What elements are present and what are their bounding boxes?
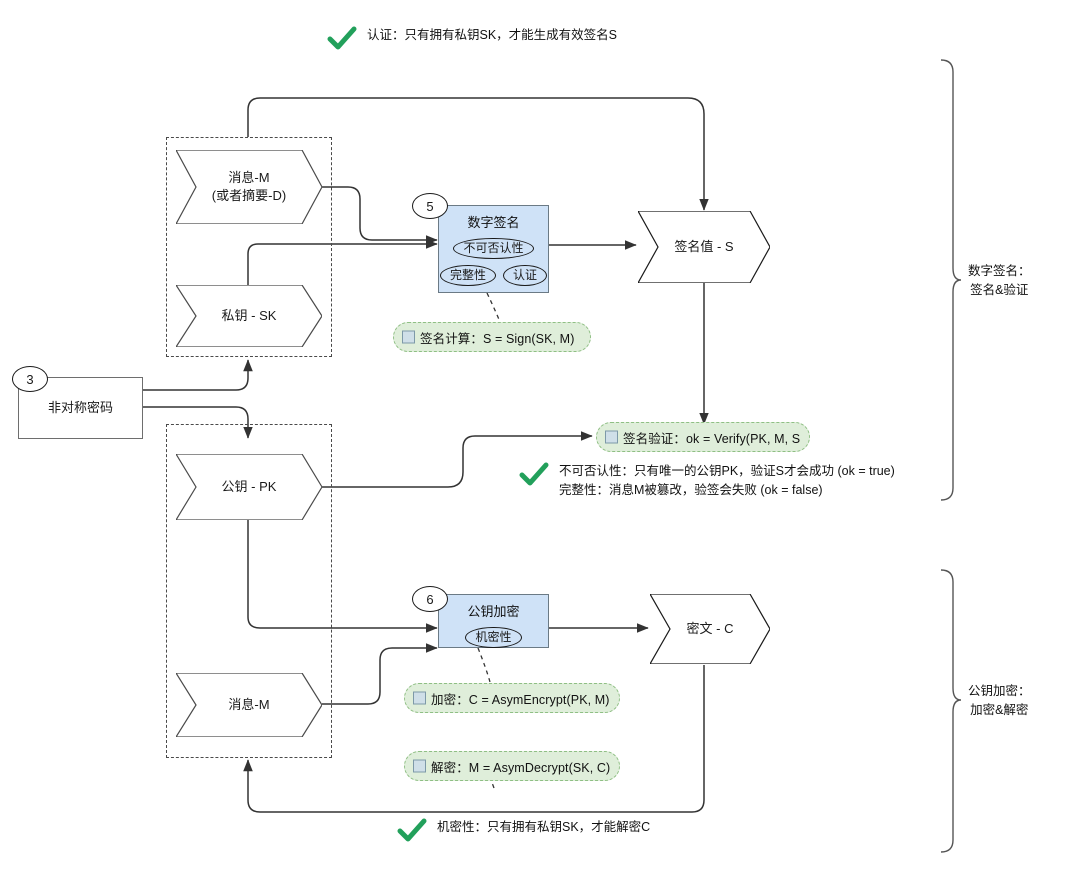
digital-signature-tag-row-1: 不可否认性 [453, 237, 534, 259]
section-label-public-key-encryption: 公钥加密： 加密&解密 [968, 682, 1031, 720]
data-node-message-m-label: 消息-M [228, 697, 270, 713]
note-icon [413, 691, 426, 705]
step-badge-5: 5 [412, 193, 448, 219]
tag-non-repudiation: 不可否认性 [453, 237, 534, 259]
step-badge-3-label: 3 [26, 371, 34, 387]
green-check-icon [327, 26, 357, 50]
green-check-icon [519, 462, 549, 486]
section-label-public-key-encryption-line1: 公钥加密： [968, 684, 1031, 698]
section-label-public-key-encryption-line2: 加密&解密 [970, 702, 1029, 717]
data-node-message-m[interactable]: 消息-M [176, 673, 322, 737]
data-node-public-key-pk[interactable]: 公钥 - PK [176, 454, 322, 520]
root-node-label: 非对称密码 [47, 400, 113, 416]
annotation-authentication: 认证：只有拥有私钥SK，才能生成有效签名S [327, 26, 617, 52]
annotation-confidentiality-text: 机密性：只有拥有私钥SK，才能解密C [437, 820, 651, 834]
data-node-private-key-sk-label: 私钥 - SK [221, 308, 277, 324]
note-signature-verification-text: 签名验证：ok = Verify(PK, M, S [623, 431, 801, 446]
step-badge-3: 3 [12, 366, 48, 392]
process-node-public-key-encryption[interactable]: 公钥加密 机密性 [438, 594, 549, 648]
data-node-message-m-digest-line1: 消息-M [228, 170, 270, 186]
step-badge-5-label: 5 [426, 198, 434, 214]
note-decrypt-text: 解密：M = AsymDecrypt(SK, C) [431, 760, 611, 775]
digital-signature-tag-row-2: 完整性 认证 [439, 264, 548, 286]
annotation-verify-line2: 完整性：消息M被篡改，验签会失败 (ok = false) [559, 483, 823, 498]
note-icon [402, 330, 415, 344]
annotation-verify-line1: 不可否认性：只有唯一的公钥PK，验证S才会成功 (ok = true) [559, 464, 895, 478]
data-node-private-key-sk[interactable]: 私钥 - SK [176, 285, 322, 347]
green-check-icon [397, 818, 427, 842]
signing-inputs-group [166, 137, 332, 357]
process-node-digital-signature[interactable]: 数字签名 不可否认性 完整性 认证 [438, 205, 549, 293]
tag-authentication: 认证 [503, 264, 548, 286]
encryption-inputs-group [166, 424, 332, 758]
annotation-verify-results: 不可否认性：只有唯一的公钥PK，验证S才会成功 (ok = true) 完整性：… [519, 462, 895, 501]
data-node-signature-value-s-label: 签名值 - S [674, 239, 734, 255]
step-badge-6: 6 [412, 586, 448, 612]
note-sign-computation[interactable]: 签名计算：S = Sign(SK, M) [393, 322, 591, 352]
tag-integrity: 完整性 [439, 264, 496, 286]
process-node-digital-signature-title: 数字签名 [467, 215, 520, 230]
data-node-message-m-digest[interactable]: 消息-M (或者摘要-D) [176, 150, 322, 224]
data-node-public-key-pk-label: 公钥 - PK [221, 479, 277, 495]
note-icon [413, 759, 426, 773]
section-label-digital-signature-line2: 签名&验证 [970, 282, 1029, 297]
data-node-ciphertext-c[interactable]: 密文 - C [650, 594, 770, 664]
note-sign-computation-text: 签名计算：S = Sign(SK, M) [420, 331, 575, 346]
section-label-digital-signature-line1: 数字签名： [968, 264, 1031, 278]
public-key-encryption-tag-row-1: 机密性 [465, 626, 522, 648]
annotation-authentication-text: 认证：只有拥有私钥SK，才能生成有效签名S [367, 28, 618, 42]
tag-confidentiality: 机密性 [465, 626, 522, 648]
data-node-message-m-digest-line2: (或者摘要-D) [211, 188, 287, 203]
note-encrypt-text: 加密：C = AsymEncrypt(PK, M) [431, 692, 610, 707]
annotation-verify-results-lines: 不可否认性：只有唯一的公钥PK，验证S才会成功 (ok = true) 完整性：… [559, 462, 895, 501]
note-icon [605, 430, 618, 444]
process-node-public-key-encryption-title: 公钥加密 [467, 604, 520, 619]
annotation-confidentiality: 机密性：只有拥有私钥SK，才能解密C [397, 818, 650, 844]
note-signature-verification[interactable]: 签名验证：ok = Verify(PK, M, S [596, 422, 810, 452]
step-badge-6-label: 6 [426, 591, 434, 607]
note-encrypt[interactable]: 加密：C = AsymEncrypt(PK, M) [404, 683, 620, 713]
note-decrypt[interactable]: 解密：M = AsymDecrypt(SK, C) [404, 751, 620, 781]
root-node-asymmetric-crypto[interactable]: 非对称密码 [18, 377, 143, 439]
data-node-signature-value-s[interactable]: 签名值 - S [638, 211, 770, 283]
section-label-digital-signature: 数字签名： 签名&验证 [968, 262, 1031, 300]
data-node-ciphertext-c-label: 密文 - C [686, 621, 734, 637]
